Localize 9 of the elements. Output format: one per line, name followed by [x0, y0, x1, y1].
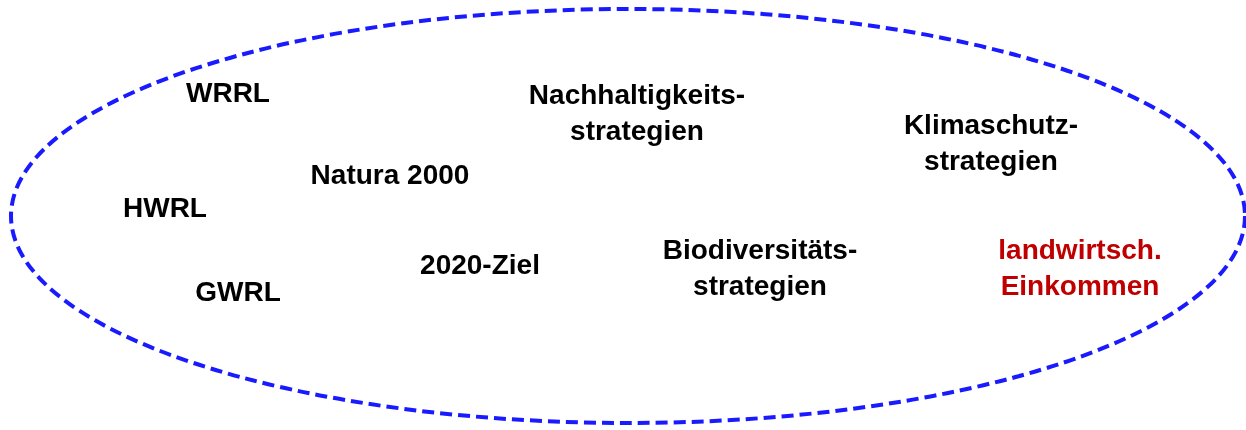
- term-label: Natura 2000: [280, 157, 500, 193]
- term-label: WRRL: [168, 75, 288, 111]
- term-label: GWRL: [178, 274, 298, 310]
- term-label: Nachhaltigkeits- strategien: [507, 77, 767, 149]
- term-label: landwirtsch. Einkommen: [975, 232, 1185, 304]
- term-label: HWRL: [110, 190, 220, 226]
- term-label: Biodiversitäts- strategien: [640, 232, 880, 304]
- term-label: Klimaschutz- strategien: [876, 107, 1106, 179]
- term-label: 2020-Ziel: [395, 247, 565, 283]
